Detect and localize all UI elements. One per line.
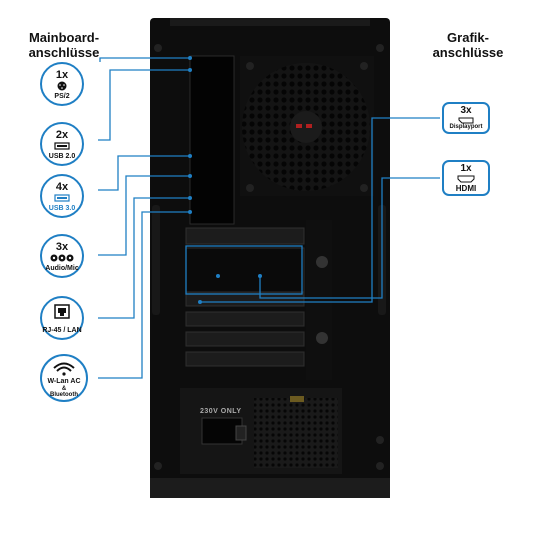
callout-line-audio xyxy=(98,175,190,256)
io-shield xyxy=(189,55,235,225)
hdmi-label: HDMI xyxy=(455,184,477,193)
expansion-slot xyxy=(185,331,305,347)
usb2-label: USB 2.0 xyxy=(48,153,76,160)
expansion-slot xyxy=(185,351,305,367)
fan-label xyxy=(296,124,302,128)
audio-jack-icon xyxy=(42,253,82,263)
grafik-heading: Grafik- anschlüsse xyxy=(418,30,518,60)
callout-line-hdmi xyxy=(259,177,440,299)
lan-label: RJ-45 / LAN xyxy=(42,327,82,334)
callout-line-usb3 xyxy=(98,155,190,191)
usb2-count: 2x xyxy=(55,129,69,141)
screw xyxy=(376,436,384,444)
gpu-highlight xyxy=(185,245,303,295)
psu-grille xyxy=(254,398,338,468)
audio-count: 3x xyxy=(55,241,69,253)
mainboard-heading-line2: anschlüsse xyxy=(28,45,100,60)
usb3-label: USB 3.0 xyxy=(48,205,76,212)
ps2-icon xyxy=(42,81,82,91)
callout-line-displayport xyxy=(200,117,440,303)
case-top-edge xyxy=(170,18,370,26)
audio-label: Audio/Mic xyxy=(45,265,79,272)
wlan-ampersand: & xyxy=(61,386,67,392)
displayport-label: Displayport xyxy=(449,124,483,130)
wlan-label: W-Lan AC xyxy=(47,378,81,385)
wlan-antenna-connector xyxy=(316,256,328,268)
power-socket xyxy=(201,417,243,445)
ethernet-icon xyxy=(42,304,82,320)
displayport-icon xyxy=(444,117,488,124)
usb3-port-badge: 4x USB 3.0 xyxy=(40,174,84,218)
usb-icon xyxy=(42,193,82,203)
ps2-label: PS/2 xyxy=(54,93,70,100)
gpu-bracket xyxy=(185,247,305,293)
hdmi-count: 1x xyxy=(460,163,472,174)
callout-line-lan xyxy=(98,197,190,319)
displayport-count: 3x xyxy=(460,105,472,116)
power-switch xyxy=(235,425,247,441)
case-foot xyxy=(150,478,390,498)
wlan-antenna-connector xyxy=(316,332,328,344)
side-handle-left xyxy=(152,205,160,315)
displayport-badge: 3x Displayport xyxy=(442,102,490,134)
screw xyxy=(376,44,384,52)
usb-icon xyxy=(42,141,82,151)
audio-port-badge: 3x Audio/Mic xyxy=(40,234,84,278)
slot-screw-rail xyxy=(306,220,332,380)
psu-label-tag xyxy=(290,396,304,402)
ps2-port-badge: 1x PS/2 xyxy=(40,62,84,106)
mainboard-heading: Mainboard- anschlüsse xyxy=(14,30,114,60)
bluetooth-label: Bluetooth xyxy=(50,392,78,398)
ps2-count: 1x xyxy=(55,69,69,81)
screw xyxy=(154,462,162,470)
psu-voltage-label: 230V ONLY xyxy=(200,408,242,415)
callout-line-wlan xyxy=(98,211,190,379)
usb3-count: 4x xyxy=(55,181,69,193)
expansion-slot xyxy=(185,227,305,245)
callout-line-usb2 xyxy=(98,69,190,141)
lan-port-badge: RJ-45 / LAN xyxy=(40,296,84,340)
screw xyxy=(376,462,384,470)
fan-label xyxy=(306,124,312,128)
hdmi-icon xyxy=(444,175,488,183)
callout-line-ps2 xyxy=(99,57,190,62)
grafik-heading-line2: anschlüsse xyxy=(432,45,504,60)
screw xyxy=(154,44,162,52)
wifi-icon xyxy=(42,360,86,376)
expansion-slot xyxy=(185,311,305,327)
hdmi-badge: 1x HDMI xyxy=(442,160,490,196)
wlan-badge: W-Lan AC & Bluetooth xyxy=(40,354,88,402)
usb2-port-badge: 2x USB 2.0 xyxy=(40,122,84,166)
mainboard-heading-line1: Mainboard- xyxy=(28,30,100,45)
grafik-heading-line1: Grafik- xyxy=(447,30,489,45)
